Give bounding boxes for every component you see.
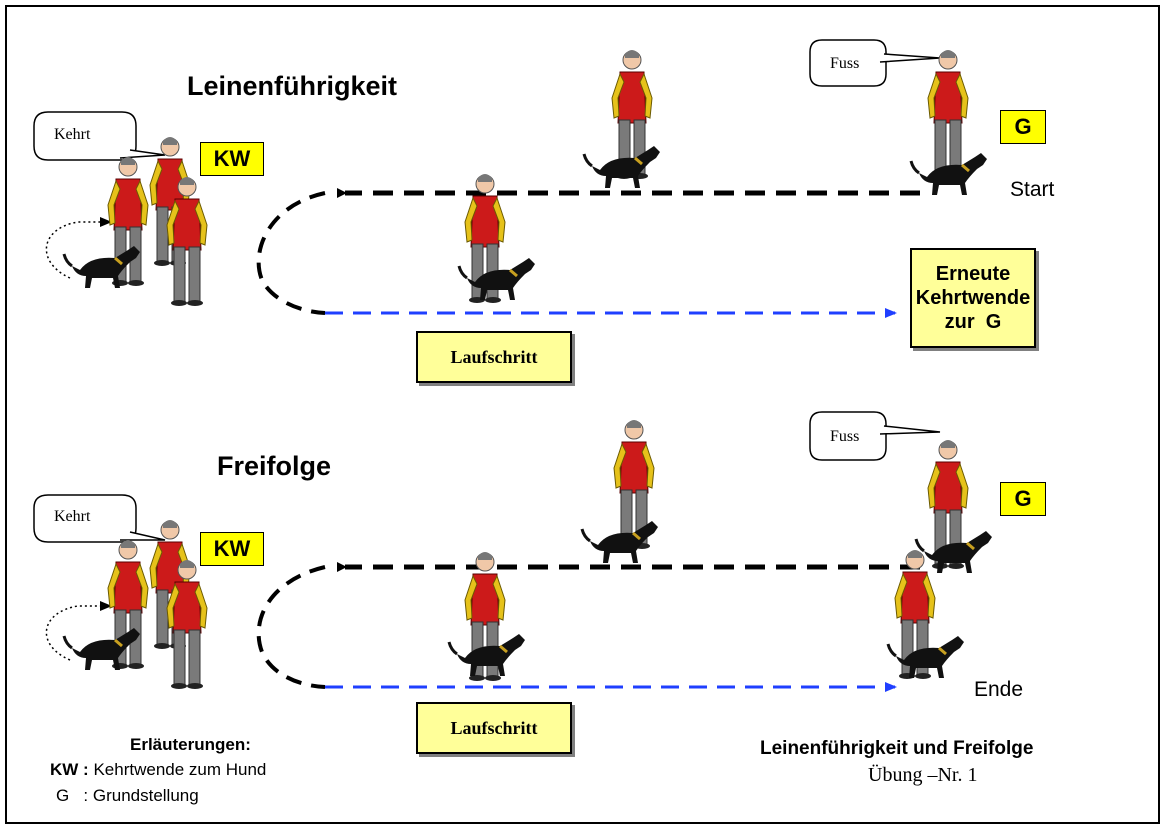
legend-key: KW : xyxy=(50,760,89,779)
turn-loop-2 xyxy=(256,565,326,689)
turn-indicator-1 xyxy=(45,221,100,279)
pace-box-laufschritt: Laufschritt xyxy=(416,702,572,754)
tag-kw: KW xyxy=(200,142,264,176)
legend-text: Kehrtwende zum Hund xyxy=(93,760,267,779)
bubble-label-kehrt: Kehrt xyxy=(54,508,91,525)
legend-text: Grundstellung xyxy=(92,786,199,805)
handler-grundstellung-2 xyxy=(914,439,994,575)
handler-walking-2 xyxy=(580,419,660,565)
position-label-start: Start xyxy=(1010,178,1055,201)
footer-subtitle: Übung –Nr. 1 xyxy=(868,764,978,786)
section-title-freifolge: Freifolge xyxy=(217,451,332,481)
turn-box-line-2: Kehrtwende xyxy=(915,287,1031,309)
turn-loop-1 xyxy=(256,191,326,315)
handler-walking-1 xyxy=(582,49,662,190)
legend-key: G : xyxy=(56,786,89,805)
speech-bubble-fuss-2 xyxy=(809,411,941,461)
legend-item-g: G : Grundstellung xyxy=(56,786,199,806)
tag-kw: KW xyxy=(200,532,264,566)
legend-heading: Erläuterungen: xyxy=(130,735,251,754)
bubble-label-kehrt: Kehrt xyxy=(54,126,91,143)
turn-instruction-box: Erneute Kehrtwende zur G xyxy=(910,248,1036,348)
pace-box-label: Laufschritt xyxy=(450,717,538,738)
bubble-label-fuss: Fuss xyxy=(830,428,860,445)
legend-item-kw: KW : Kehrtwende zum Hund xyxy=(50,760,266,780)
footer-title: Leinenführigkeit und Freifolge xyxy=(760,738,1034,759)
handler-end-2 xyxy=(886,549,966,680)
turn-box-line-3: zur G xyxy=(944,311,1002,333)
section-title-leinenfuehrigkeit: Leinenführigkeit xyxy=(187,71,398,101)
handler-start-1 xyxy=(909,49,989,197)
handler-running-2 xyxy=(447,551,527,682)
pace-box-label: Laufschritt xyxy=(450,346,538,367)
position-label-ende: Ende xyxy=(974,678,1024,701)
speech-bubble-kehrt-2 xyxy=(33,494,166,543)
tag-g: G xyxy=(1000,482,1046,516)
turn-box-line-1: Erneute xyxy=(935,263,1011,285)
tag-g: G xyxy=(1000,110,1046,144)
bubble-label-fuss: Fuss xyxy=(830,55,860,72)
kehrtwende-group-1 xyxy=(62,136,208,307)
kehrtwende-group-2 xyxy=(62,519,208,690)
pace-box-laufschritt: Laufschritt xyxy=(416,331,572,383)
